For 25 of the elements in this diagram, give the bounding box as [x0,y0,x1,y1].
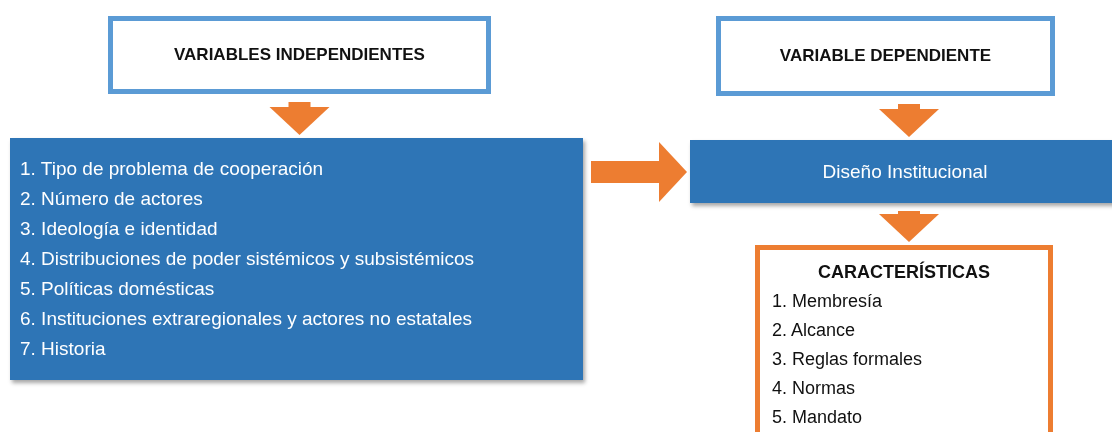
list-item: 7. Historia [20,337,107,361]
list-box [10,138,583,380]
list-item: 3. Reglas formales [772,348,924,371]
block-arrow [269,102,330,135]
list-item: 5. Políticas domésticas [20,277,216,301]
heading-box [108,16,491,94]
box-title: CARACTERÍSTICAS [817,260,991,284]
list-item: 1. Tipo de problema de cooperación [20,157,325,181]
node-label: Diseño Institucional [822,160,988,183]
block-arrow [879,104,939,137]
list-item: 2. Número de actores [20,187,204,211]
process-box [690,140,1112,203]
list-item: 6. Instituciones extraregionales y actores no estatales [20,307,474,331]
list-item: 3. Ideología e identidad [20,217,219,241]
list-item: 4. Normas [772,377,857,400]
list-box [755,245,1053,432]
list-item: 1. Membresía [772,290,884,313]
list-item: 5. Mandato [772,406,864,429]
block-arrow [879,211,939,242]
list-item: 4. Distribuciones de poder sistémicos y subsistémicos [20,247,476,271]
list-item: 2. Alcance [772,319,857,342]
block-arrow [591,142,687,202]
heading-box [716,16,1055,96]
node-label: VARIABLES INDEPENDIENTES [174,45,425,65]
node-label: VARIABLE DEPENDIENTE [779,46,992,66]
